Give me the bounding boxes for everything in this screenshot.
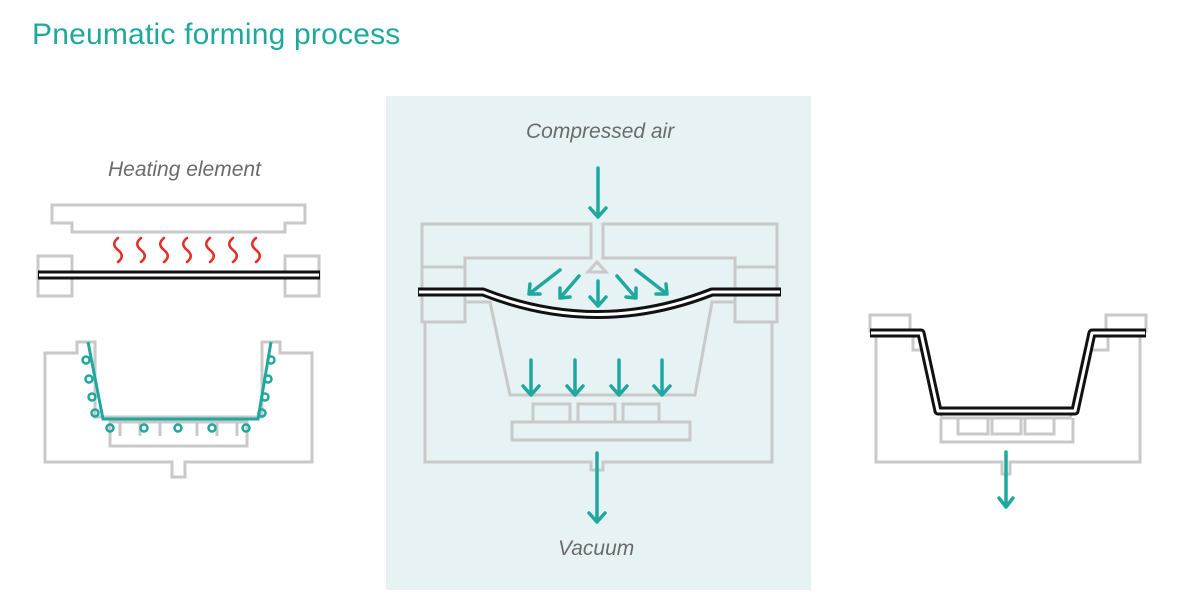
stage-2-pressure-forming — [418, 166, 781, 524]
heat-waves-icon — [112, 236, 262, 264]
lower-mold — [874, 329, 1142, 476]
mold-cavity-outline — [86, 341, 273, 421]
vacuum-suction-arrows-icon — [521, 358, 672, 397]
vacuum-holes — [81, 355, 276, 433]
pressure-box-right — [601, 222, 779, 269]
vacuum-outlet-arrow-icon — [587, 451, 607, 524]
stage-1-heating — [36, 203, 321, 479]
plastic-sheet-deformed — [418, 287, 781, 319]
air-pressure-arrows-icon — [527, 268, 669, 308]
page-title: Pneumatic forming process — [32, 18, 401, 51]
compressed-air-arrow-icon — [588, 166, 608, 219]
lower-mold — [423, 300, 774, 472]
vacuum-outlet-arrow-icon — [997, 450, 1015, 509]
heating-element-label: Heating element — [108, 158, 261, 181]
vacuum-channel — [510, 402, 692, 442]
pressure-box-left — [420, 222, 593, 269]
stage-3-formed-part — [868, 313, 1148, 509]
compressed-air-label: Compressed air — [526, 120, 675, 143]
vacuum-channel — [939, 418, 1075, 444]
vacuum-label: Vacuum — [558, 537, 635, 560]
heater-housing — [50, 203, 307, 234]
air-nozzle-icon — [584, 259, 610, 274]
formed-plastic-part — [870, 328, 1146, 416]
